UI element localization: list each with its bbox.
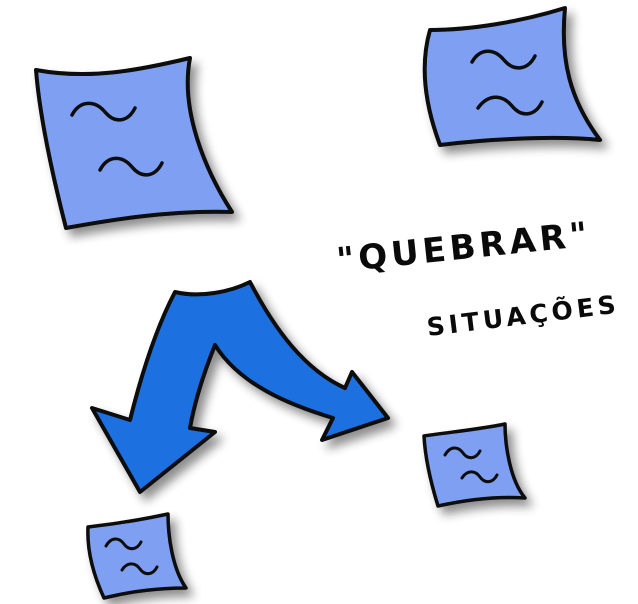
caption-line1: "QUEBRAR" [335,214,594,281]
sheet-top-left [36,58,232,228]
small-sheet-right [424,424,525,506]
split-arrow [92,282,388,492]
small-sheet-bottom-left [88,514,186,598]
caption-line2: SITUAÇÕES [425,289,621,342]
sheet-top-right [425,8,600,145]
